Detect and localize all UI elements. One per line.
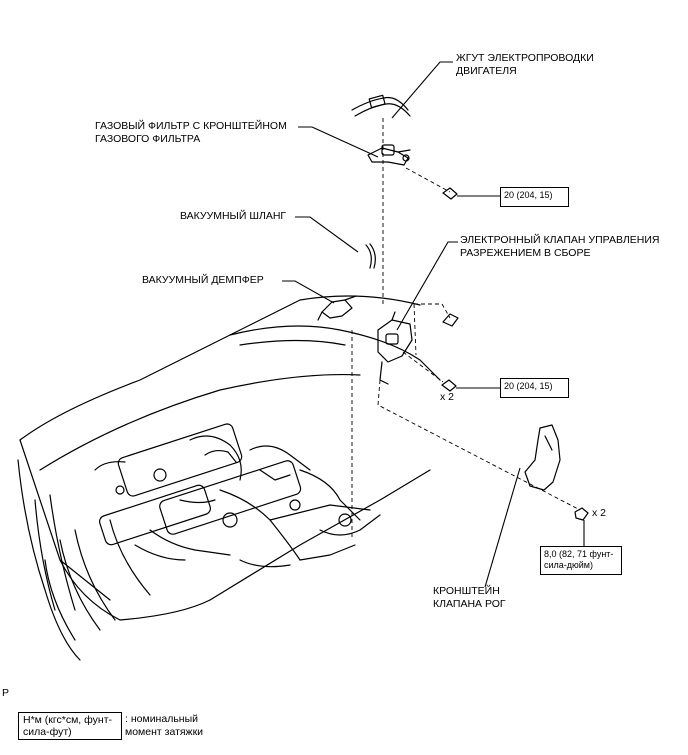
torque-box-bottom-line1: 8,0 (82, 71 фунт- [544, 549, 614, 559]
clip-part [442, 313, 459, 327]
wire-harness-label-line2: ДВИГАТЕЛЯ [456, 65, 517, 77]
bracket-label: КРОНШТЕЙН КЛАПАНА РОГ [433, 585, 506, 611]
gas-filter-label: ГАЗОВЫЙ ФИЛЬТР С КРОНШТЕЙНОМ ГАЗОВОГО ФИ… [95, 120, 287, 146]
bolt-middle-part [441, 379, 457, 392]
vacuum-hose-label: ВАКУУМНЫЙ ШЛАНГ [180, 210, 287, 222]
corner-code: P [2, 687, 10, 699]
gas-filter-part [367, 144, 411, 166]
bracket-label-line2: КЛАПАНА РОГ [433, 598, 506, 610]
engine-compartment-illustration [17, 295, 441, 661]
horn-valve-bracket-part [524, 424, 561, 491]
vsv-assembly-label-line2: РАЗРЕЖЕНИЕМ В СБОРЕ [460, 247, 591, 259]
engine-wire-harness-part [351, 94, 411, 117]
vsv-assembly-label-line1: ЭЛЕКТРОННЫЙ КЛАПАН УПРАВЛЕНИЯ [460, 234, 660, 246]
bracket-label-line1: КРОНШТЕЙН [433, 585, 500, 597]
nut-bottom-part [574, 507, 589, 521]
bolt-top-part [442, 187, 458, 200]
vsv-assembly-label: ЭЛЕКТРОННЫЙ КЛАПАН УПРАВЛЕНИЯ РАЗРЕЖЕНИЕ… [460, 234, 659, 260]
torque-box-bottom: 8,0 (82, 71 фунт- сила-дюйм) [540, 546, 622, 575]
legend-description-line2: момент затяжки [125, 726, 204, 738]
wire-harness-label: ЖГУТ ЭЛЕКТРОПРОВОДКИ ДВИГАТЕЛЯ [456, 52, 594, 78]
gas-filter-label-line2: ГАЗОВОГО ФИЛЬТРА [95, 133, 201, 145]
vacuum-hose-part [365, 244, 372, 269]
quantity-bottom: x 2 [592, 507, 607, 519]
wire-harness-label-line1: ЖГУТ ЭЛЕКТРОПРОВОДКИ [456, 52, 594, 64]
vacuum-damper-label: ВАКУУМНЫЙ ДЕМПФЕР [142, 274, 264, 286]
legend-box-line2: сила-фут) [23, 726, 72, 738]
vacuum-damper-part [317, 295, 357, 321]
legend-box-line1: Н*м (кгс*см, фунт- [23, 714, 113, 726]
quantity-middle: x 2 [440, 391, 455, 403]
torque-box-bottom-line2: сила-дюйм) [544, 560, 593, 570]
legend-description: : номинальный момент затяжки [125, 713, 203, 739]
torque-box-middle: 20 (204, 15) [500, 378, 569, 398]
vsv-assembly-part [377, 311, 413, 385]
legend-torque-box: Н*м (кгс*см, фунт- сила-фут) [18, 712, 122, 740]
gas-filter-label-line1: ГАЗОВЫЙ ФИЛЬТР С КРОНШТЕЙНОМ [95, 120, 287, 132]
legend-description-line1: : номинальный [125, 713, 199, 725]
torque-box-top: 20 (204, 15) [500, 187, 569, 207]
